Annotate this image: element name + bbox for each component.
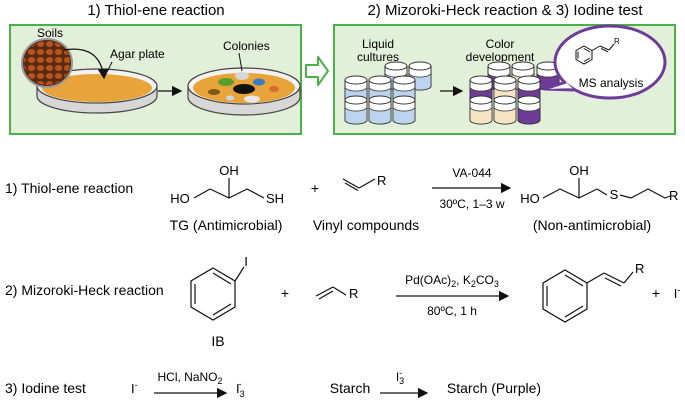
tg-label: TG (Antimicrobial) bbox=[170, 217, 283, 233]
ms-analysis-label: MS analysis bbox=[579, 76, 644, 90]
iodobenzene-i: I bbox=[244, 254, 248, 269]
starch-label: Starch bbox=[330, 380, 370, 396]
color-label-2: development bbox=[466, 50, 535, 64]
vinyl-label: Vinyl compounds bbox=[313, 217, 419, 233]
reaction2-iodide: I- bbox=[674, 285, 681, 301]
reaction3-reagent: HCl, NaNO2 bbox=[157, 370, 222, 386]
reaction2-plus-2: + bbox=[652, 285, 660, 301]
product-label: (Non-antimicrobial) bbox=[533, 217, 651, 233]
iodobenzene-structure bbox=[190, 266, 245, 321]
vinyl-r: R bbox=[377, 173, 386, 188]
panel-title-thiol: 1) Thiol-ene reaction bbox=[87, 2, 224, 19]
reaction-iodine-test: 3) Iodine test I- HCl, NaNO2 I3- Starch … bbox=[5, 368, 541, 399]
panel-thiol-ene: Soils Agar plate Colonies bbox=[9, 24, 302, 135]
agar-pointer bbox=[103, 61, 113, 79]
product-oh: OH bbox=[569, 163, 589, 178]
reaction2-conditions: 80ºC, 1 h bbox=[427, 304, 477, 318]
colonies-label: Colonies bbox=[223, 39, 270, 53]
styrene-structure-small bbox=[575, 43, 615, 65]
starch-purple-label: Starch (Purple) bbox=[447, 380, 541, 396]
reaction3-title: 3) Iodine test bbox=[5, 380, 86, 396]
tg-sh: SH bbox=[266, 191, 284, 206]
culture-tube bbox=[392, 95, 416, 125]
alkene-structure bbox=[315, 286, 347, 300]
colonies-pointer bbox=[238, 52, 243, 72]
tg-oh: OH bbox=[219, 163, 239, 178]
colonies-plate bbox=[187, 67, 301, 116]
reaction2-plus: + bbox=[281, 285, 289, 301]
color-tube bbox=[493, 95, 517, 125]
ms-analysis-bubble: R MS analysis bbox=[543, 24, 667, 100]
reaction3-iodide: I- bbox=[131, 380, 138, 396]
reaction1-reagent: VA-044 bbox=[452, 166, 491, 180]
reaction3-arrow-triiodide: I3- bbox=[396, 368, 404, 386]
tg-ho: HO bbox=[170, 191, 190, 206]
reaction1-title: 1) Thiol-ene reaction bbox=[5, 180, 133, 196]
color-label-1: Color bbox=[486, 37, 515, 51]
color-tube bbox=[469, 95, 493, 125]
reaction2-catalyst: Pd(OAc)2, K2CO3 bbox=[405, 273, 499, 289]
reaction1-plus: + bbox=[311, 180, 319, 196]
liquid-label-1: Liquid bbox=[362, 37, 394, 51]
reaction-mizoroki-heck: 2) Mizoroki-Heck reaction I IB + R Pd(OA… bbox=[5, 254, 680, 349]
product-r: R bbox=[669, 188, 678, 203]
liquid-cultures bbox=[344, 61, 432, 125]
product-s: S bbox=[610, 187, 619, 202]
thioether-product-structure bbox=[542, 178, 671, 199]
bubble-r-label: R bbox=[614, 37, 620, 46]
reaction2-title: 2) Mizoroki-Heck reaction bbox=[5, 282, 164, 298]
inoculation-arrow bbox=[63, 48, 109, 80]
panel-title-heck-iodine: 2) Mizoroki-Heck reaction & 3) Iodine te… bbox=[367, 2, 643, 19]
reaction3-triiodide: I3- bbox=[236, 379, 245, 399]
tg-structure bbox=[193, 178, 265, 199]
culture-tube bbox=[368, 95, 392, 125]
liquid-label-2: cultures bbox=[357, 50, 399, 64]
color-tube bbox=[517, 95, 541, 125]
culture-tube bbox=[344, 95, 368, 125]
product-ho: HO bbox=[520, 191, 540, 206]
agar-plate bbox=[36, 68, 158, 114]
ib-label: IB bbox=[211, 333, 224, 349]
reaction1-conditions: 30ºC, 1–3 w bbox=[439, 197, 504, 211]
vinyl-structure bbox=[342, 178, 376, 192]
styrene-product-structure bbox=[542, 269, 634, 323]
agar-label: Agar plate bbox=[110, 47, 165, 61]
panel-heck-iodine: Liquid cultures Color development R MS bbox=[333, 24, 676, 135]
reaction-thiol-ene: 1) Thiol-ene reaction OH HO SH TG (Antim… bbox=[5, 163, 678, 233]
styrene-r: R bbox=[635, 261, 644, 276]
soils-label: Soils bbox=[37, 26, 63, 40]
panel-transition-arrow bbox=[305, 56, 329, 86]
alkene-r: R bbox=[349, 286, 358, 301]
soils-icon bbox=[21, 38, 73, 88]
